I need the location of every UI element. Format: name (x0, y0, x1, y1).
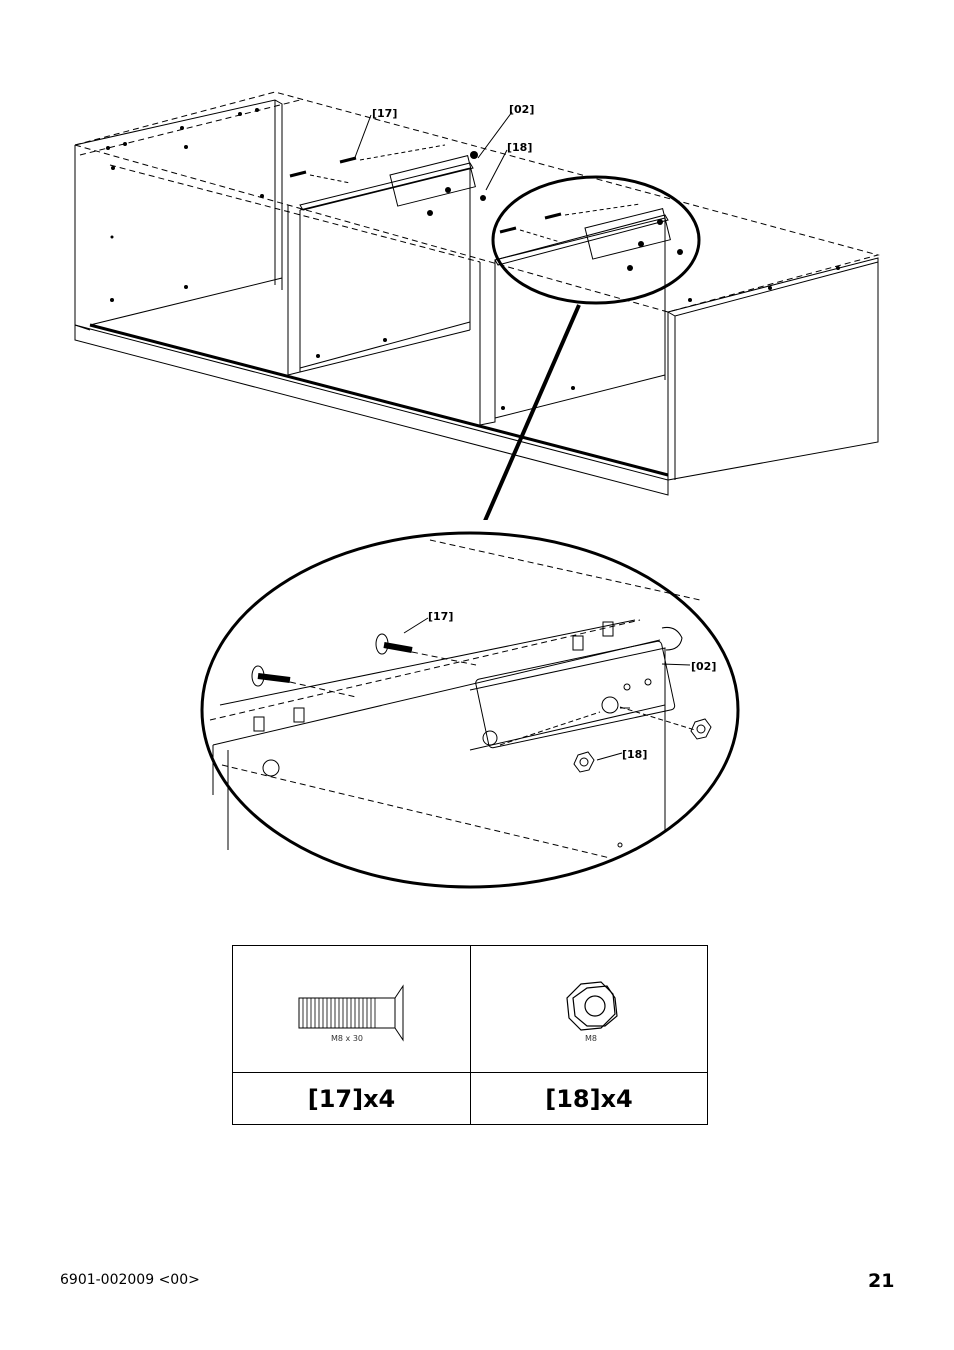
cabinet-assembly-overview: [17] [02] [18] (74, 91, 880, 520)
hardware-parts-table: M8 x 30 M8 [17]x4 [18]x4 (232, 945, 708, 1125)
bolt-size-label: M8 x 30 (331, 1034, 363, 1043)
bolt-quantity: [17]x4 (233, 1073, 471, 1125)
nut-part-cell: M8 (471, 946, 707, 1073)
detail-callout-18: [18] (622, 748, 647, 761)
bolt-part-cell: M8 x 30 (233, 946, 471, 1073)
detail-callout-17: [17] (428, 610, 453, 623)
overview-callout-17: [17] (372, 107, 397, 120)
countersunk-bolt-icon (298, 984, 404, 1042)
overview-callout-02: [02] (509, 103, 534, 116)
overview-callout-18: [18] (507, 141, 532, 154)
nut-size-label: M8 (585, 1034, 597, 1043)
nut-quantity: [18]x4 (545, 1085, 633, 1113)
bracket-detail-view: [17] [02] [18] (200, 531, 740, 889)
document-code: 6901-002009 <00> (60, 1272, 200, 1288)
page-number: 21 (868, 1270, 895, 1292)
hex-nut-icon (566, 981, 618, 1031)
detail-callout-02: [02] (691, 660, 716, 673)
